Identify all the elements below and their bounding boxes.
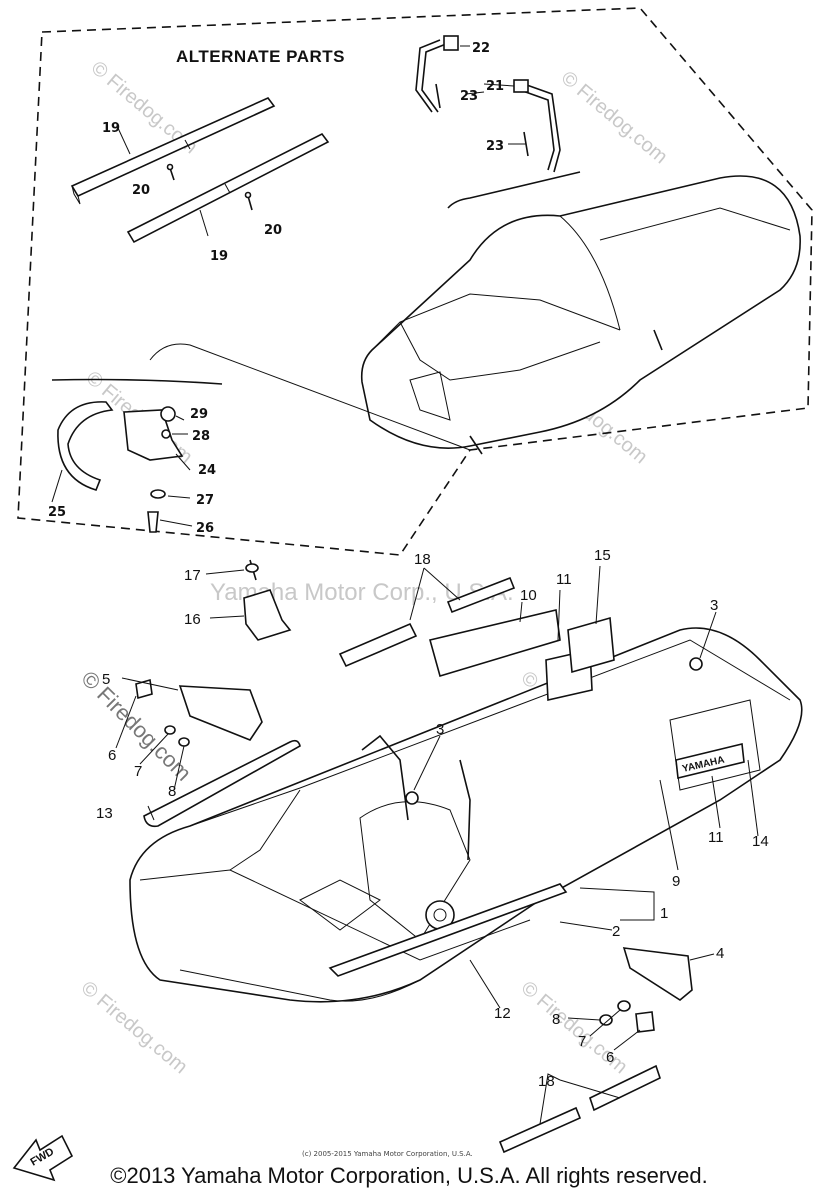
callout-7-rear: 7 <box>578 1033 586 1050</box>
alternate-parts-title: ALTERNATE PARTS <box>176 47 345 66</box>
callout-22: 22 <box>472 41 490 56</box>
callout-28: 28 <box>192 429 210 444</box>
callout-7-front: 7 <box>134 763 142 780</box>
callout-14: 14 <box>752 833 769 850</box>
callout-4: 4 <box>716 945 724 962</box>
callout-12: 12 <box>494 1005 511 1022</box>
callout-13: 13 <box>96 805 113 822</box>
alternate-parts-boundary <box>17 7 813 556</box>
callout-3-rear: 3 <box>710 597 718 614</box>
cover-panels <box>429 609 615 701</box>
nut-3-center <box>405 791 419 805</box>
watermark-top-right: © Firedog.com <box>557 67 672 168</box>
chassis-frame <box>129 627 803 1003</box>
callout-labels: 19 19 20 20 22 21 23 23 29 28 24 27 26 2… <box>48 41 769 1090</box>
callout-6-front: 6 <box>108 747 116 764</box>
callout-9: 9 <box>672 873 680 890</box>
rail-screw-1 <box>166 163 175 181</box>
grab-bar <box>415 35 561 173</box>
snowmobile-upper-body <box>360 175 801 455</box>
side-rail-13 <box>143 739 301 828</box>
callout-5: 5 <box>102 671 110 688</box>
callout-11-upper: 11 <box>556 571 572 588</box>
callout-2: 2 <box>612 923 620 940</box>
callout-20-left: 20 <box>132 183 150 198</box>
callout-21: 21 <box>486 79 504 94</box>
callout-20-right: 20 <box>264 223 282 238</box>
callout-leaders <box>51 45 759 1125</box>
callout-3-center: 3 <box>436 721 444 738</box>
callout-26: 26 <box>196 521 214 536</box>
watermark-bottom-right: © Firedog.com <box>517 977 632 1078</box>
callout-29: 29 <box>190 407 208 422</box>
callout-23-upper: 23 <box>460 89 478 104</box>
fasteners-rear <box>599 1000 655 1033</box>
rail-screw-2 <box>244 191 253 211</box>
bracket-5 <box>178 685 263 741</box>
callout-17: 17 <box>184 567 201 584</box>
nut-3-rear <box>689 657 703 671</box>
runner-pads-lower <box>498 1064 661 1154</box>
callout-16: 16 <box>184 611 201 628</box>
callout-25: 25 <box>48 505 66 520</box>
callout-18-lower: 18 <box>538 1073 555 1090</box>
handle-bracket-16 <box>243 559 292 641</box>
callout-27: 27 <box>196 493 214 508</box>
callout-19-upper: 19 <box>102 121 120 136</box>
callout-18-upper: 18 <box>414 551 431 568</box>
callout-8-rear: 8 <box>552 1011 560 1028</box>
callout-24: 24 <box>198 463 216 478</box>
callout-23-lower: 23 <box>486 139 504 154</box>
runner-pads-upper <box>338 576 516 668</box>
slide-rail-lower <box>126 132 330 244</box>
callout-1: 1 <box>660 905 668 922</box>
yamaha-decal: YAMAHA <box>675 743 745 779</box>
fwd-arrow-icon: FWD <box>12 1134 74 1182</box>
slide-rail-upper <box>70 97 276 205</box>
callout-8-front: 8 <box>168 783 176 800</box>
callout-10: 10 <box>520 587 537 604</box>
fasteners-front <box>135 678 190 747</box>
callout-11-lower: 11 <box>708 829 724 846</box>
callout-6-rear: 6 <box>606 1049 614 1066</box>
callout-19-lower: 19 <box>210 249 228 264</box>
side-rail-12 <box>328 883 568 977</box>
watermark-bottom-left: © Firedog.com <box>77 977 192 1078</box>
small-copyright: (c) 2005-2015 Yamaha Motor Corporation, … <box>302 1150 473 1158</box>
grab-bar-bracket <box>447 171 581 209</box>
leader-line-rear <box>149 343 471 451</box>
callout-15: 15 <box>594 547 611 564</box>
hitch-kit <box>51 378 223 533</box>
bracket-4 <box>622 947 693 1001</box>
footer-copyright: ©2013 Yamaha Motor Corporation, U.S.A. A… <box>110 1163 708 1188</box>
